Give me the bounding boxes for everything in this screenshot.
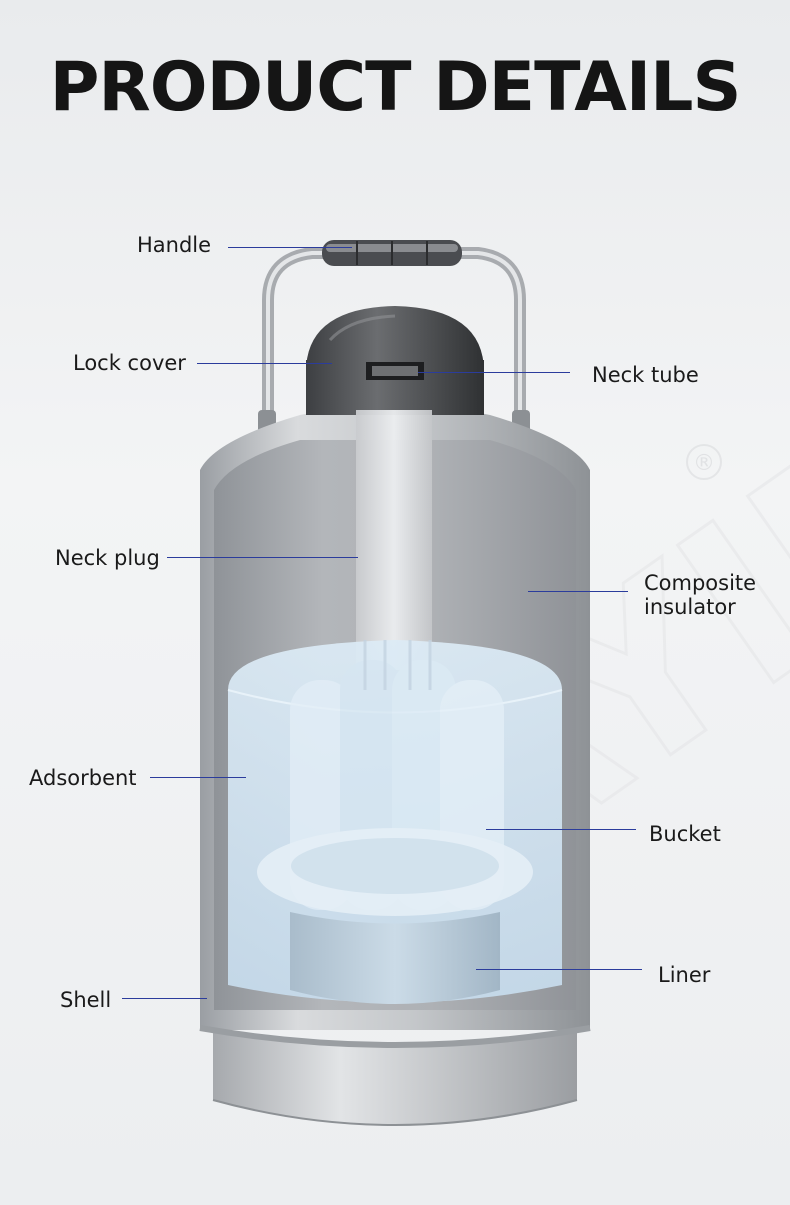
handle-graphic: [258, 240, 530, 436]
handle-leader: [228, 247, 352, 249]
lock-cover-leader: [197, 363, 332, 365]
liner-leader: [476, 969, 642, 971]
neck-plug-leader: [167, 557, 358, 559]
shell-leader: [122, 998, 207, 1000]
bucket-graphic: [257, 828, 533, 916]
lock-cover-graphic: [306, 306, 484, 415]
label-composite-insulator: Composite insulator: [644, 571, 756, 619]
label-lock-cover: Lock cover: [73, 351, 186, 375]
label-shell: Shell: [60, 988, 112, 1012]
page-title: PRODUCT DETAILS: [49, 48, 742, 127]
neck-tube-leader: [418, 372, 570, 374]
adsorbent-leader: [150, 777, 246, 779]
neck-plug-graphic: [356, 410, 432, 670]
label-neck-plug: Neck plug: [55, 546, 160, 570]
label-adsorbent: Adsorbent: [29, 766, 137, 790]
label-handle: Handle: [137, 233, 212, 257]
base-graphic: [199, 1025, 591, 1126]
composite-insulator-leader: [528, 591, 628, 593]
liner-graphic: [290, 912, 500, 1004]
label-bucket: Bucket: [649, 822, 721, 846]
label-neck-tube: Neck tube: [592, 363, 699, 387]
label-composite-line2: insulator: [644, 595, 736, 619]
bucket-leader: [486, 829, 636, 831]
label-liner: Liner: [658, 963, 711, 987]
label-composite-line1: Composite: [644, 571, 757, 595]
watermark-registered-icon: ®: [693, 451, 715, 476]
